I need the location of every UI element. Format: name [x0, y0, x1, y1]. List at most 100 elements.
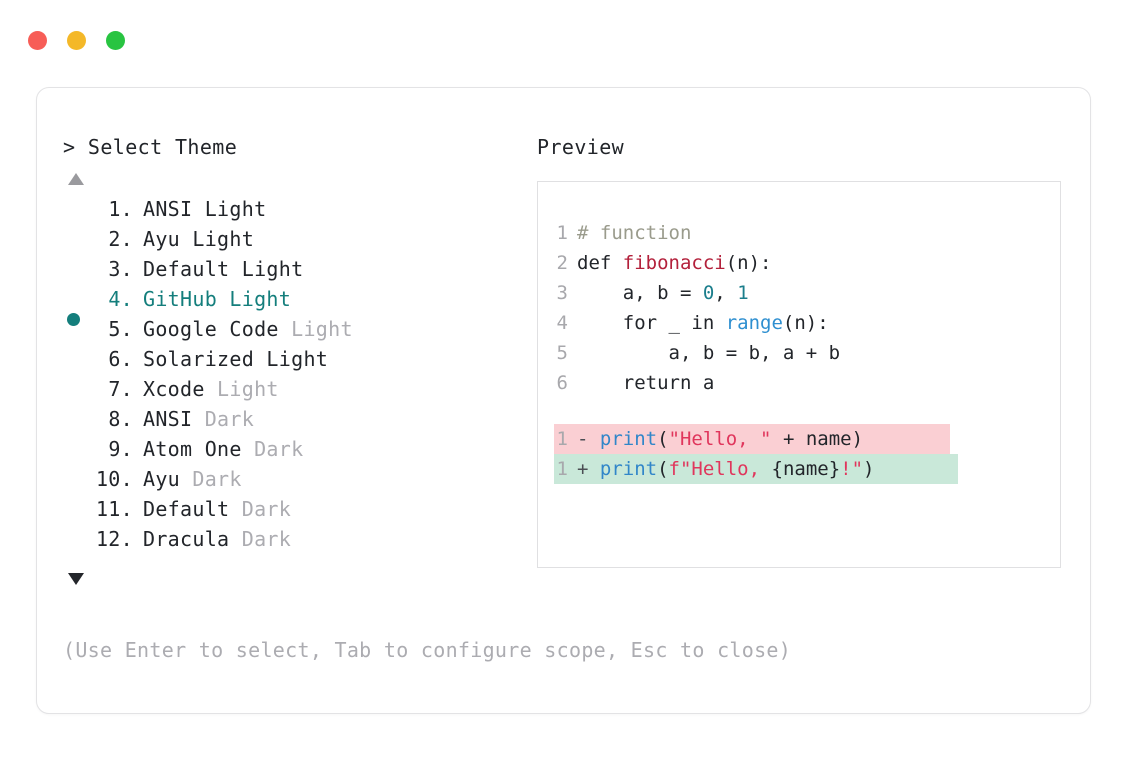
theme-item-name: Default	[143, 497, 230, 521]
theme-item-index: 10.	[95, 467, 133, 491]
maximize-window-dot[interactable]	[106, 31, 125, 50]
theme-item-variant: Light	[278, 317, 353, 341]
theme-item-index: 11.	[95, 497, 133, 521]
theme-item-variant: Light	[204, 377, 279, 401]
theme-item-variant: Light	[254, 347, 329, 371]
theme-item-index: 7.	[108, 377, 133, 401]
theme-item-name: Google Code	[143, 317, 279, 341]
window-controls	[28, 31, 125, 50]
code-token: return a	[577, 372, 715, 394]
code-token: a, b = b, a + b	[577, 342, 841, 364]
theme-item-name: Solarized	[143, 347, 255, 371]
code-token: "Hello, "	[668, 428, 772, 450]
scroll-up-icon[interactable]	[68, 173, 84, 185]
theme-list-item[interactable]: 4.GitHub Light	[63, 287, 533, 326]
code-token: {name}	[771, 458, 841, 480]
theme-list-item[interactable]: 10. Ayu Dark	[63, 467, 533, 497]
theme-item-variant: Light	[180, 227, 255, 251]
diff-line-number: 1	[556, 428, 568, 450]
code-blank-line	[554, 398, 1060, 424]
code-token: (	[657, 428, 669, 450]
theme-item-name: Ayu	[143, 227, 181, 251]
theme-list-item[interactable]: 7. Xcode Light	[63, 377, 533, 407]
code-line: 6 return a	[554, 368, 1060, 398]
code-token: !"	[840, 458, 864, 480]
page-title: > Select Theme	[63, 135, 238, 159]
code-token: range	[725, 312, 783, 334]
theme-item-index: 1.	[108, 197, 133, 221]
theme-item-name: Dracula	[143, 527, 230, 551]
theme-item-name: Xcode	[143, 377, 205, 401]
code-token: (	[657, 458, 669, 480]
code-token: + name)	[771, 428, 864, 450]
theme-item-name: Default	[143, 257, 230, 281]
code-token: a, b =	[577, 282, 703, 304]
code-token: ,	[714, 282, 738, 304]
theme-item-variant: Dark	[192, 407, 255, 431]
theme-item-name: ANSI	[143, 407, 193, 431]
code-token: f"Hello,	[668, 458, 772, 480]
code-line-number: 3	[556, 282, 568, 304]
code-line-number: 2	[556, 252, 568, 274]
theme-item-index: 3.	[108, 257, 133, 281]
selected-bullet-icon	[67, 313, 80, 326]
theme-list-item[interactable]: 2. Ayu Light	[63, 227, 533, 257]
code-line: 2 def fibonacci(n):	[554, 248, 1060, 278]
code-line-number: 6	[556, 372, 568, 394]
code-token: fibonacci	[622, 252, 726, 274]
theme-item-variant: Dark	[241, 437, 304, 461]
theme-item-variant: Light	[229, 257, 304, 281]
close-window-dot[interactable]	[28, 31, 47, 50]
theme-item-variant: Light	[217, 287, 292, 311]
code-line: 3 a, b = 0, 1	[554, 278, 1060, 308]
code-token: print	[599, 428, 658, 450]
theme-list-item[interactable]: 8. ANSI Dark	[63, 407, 533, 437]
theme-item-variant: Dark	[180, 467, 242, 491]
code-token: 1	[737, 282, 749, 304]
theme-item-name: Ayu	[143, 467, 181, 491]
code-token: 0	[702, 282, 715, 304]
theme-list-item[interactable]: 11. Default Dark	[63, 497, 533, 527]
code-line-number: 5	[556, 342, 568, 364]
theme-item-index: 8.	[108, 407, 133, 431]
scroll-down-icon[interactable]	[68, 573, 84, 585]
theme-item-index: 2.	[108, 227, 133, 251]
theme-item-variant: Light	[192, 197, 267, 221]
code-line: 1 # function	[554, 218, 1060, 248]
theme-list-item[interactable]: 6.Solarized Light	[63, 347, 533, 377]
preview-label: Preview	[537, 135, 625, 159]
theme-item-index: 9.	[108, 437, 133, 461]
diff-marker: -	[577, 428, 600, 450]
code-token: (n):	[725, 252, 772, 274]
code-token: )	[863, 458, 875, 480]
diff-line-number: 1	[556, 458, 568, 480]
theme-item-name: GitHub	[143, 287, 218, 311]
theme-item-index: 5.	[108, 317, 133, 341]
diff-line-added: 1+ print(f"Hello, {name}!")	[554, 454, 958, 484]
code-token: for _ in	[577, 312, 726, 334]
code-line: 4 for _ in range(n):	[554, 308, 1060, 338]
theme-list-item[interactable]: 12. Dracula Dark	[63, 527, 533, 557]
code-line: 5 a, b = b, a + b	[554, 338, 1060, 368]
theme-item-variant: Dark	[229, 527, 292, 551]
code-token: (n):	[782, 312, 829, 334]
diff-line-removed: 1- print("Hello, " + name)	[554, 424, 950, 454]
theme-list-item[interactable]: 9. Atom One Dark	[63, 437, 533, 467]
diff-marker: +	[577, 458, 600, 480]
theme-item-name: Atom One	[143, 437, 242, 461]
theme-item-variant: Dark	[229, 497, 292, 521]
theme-list-item[interactable]: 3. Default Light	[63, 257, 533, 287]
code-token: # function	[577, 222, 692, 244]
theme-item-index: 12.	[95, 527, 133, 551]
code-line-number: 1	[556, 222, 568, 244]
code-token: def	[577, 252, 623, 274]
theme-list-item[interactable]: 1.ANSI Light	[63, 197, 533, 227]
theme-list-item[interactable]: 5. Google Code Light	[63, 317, 533, 347]
minimize-window-dot[interactable]	[67, 31, 86, 50]
